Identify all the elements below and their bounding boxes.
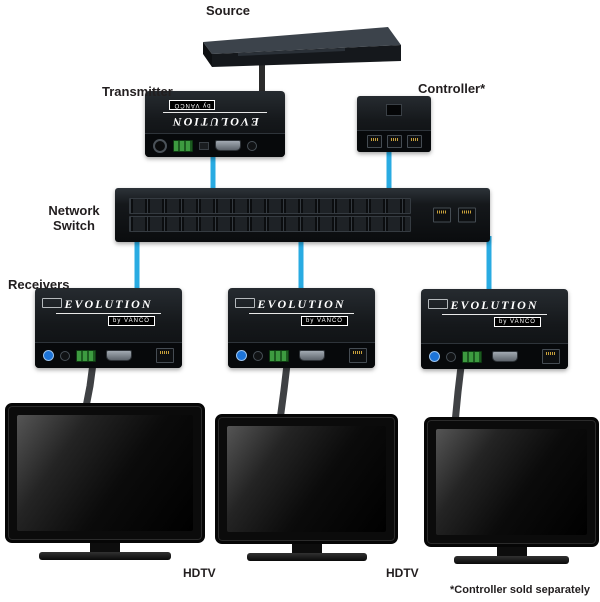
ethernet-port <box>458 207 476 223</box>
audio-jack-port <box>236 350 247 361</box>
controller-device <box>357 96 431 152</box>
audio-jack-port <box>43 350 54 361</box>
ethernet-port <box>156 348 174 363</box>
receiver-top-face: EVOLUTION by VANCO <box>228 291 375 339</box>
tv-screen <box>436 429 587 535</box>
source-top-face <box>203 27 401 54</box>
ethernet-port <box>386 135 402 148</box>
receiver-front-panel <box>421 343 568 369</box>
cable-receiver3-hdtv3 <box>451 354 466 427</box>
tv-stand-neck <box>291 544 322 553</box>
tv-stand-neck <box>496 547 527 556</box>
ethernet-port <box>406 135 422 148</box>
hdtv-3 <box>424 417 599 564</box>
transmitter-front-panel <box>145 133 285 157</box>
brand-byline: by VANCO <box>168 99 216 110</box>
ir-port <box>446 351 456 362</box>
ir-port <box>247 140 257 151</box>
ethernet-port <box>349 348 367 363</box>
hdmi-port <box>106 350 132 361</box>
hdmi-port <box>492 351 518 362</box>
hdbaset-badge <box>235 298 255 308</box>
switch-port-row <box>129 216 411 232</box>
switch-port-row <box>129 198 411 214</box>
ir-port <box>253 350 263 361</box>
network-switch-label-line1: Network <box>48 203 100 218</box>
transmitter-label: Transmitter <box>102 84 173 99</box>
brand-byline: by VANCO <box>108 316 155 326</box>
brand-name: EVOLUTION <box>162 111 267 129</box>
terminal-block-port <box>269 349 289 362</box>
hdmi-port <box>299 350 325 361</box>
audio-jack-port <box>429 351 440 362</box>
source-front-face <box>212 45 401 67</box>
ethernet-port <box>366 135 382 148</box>
hdtv-label-2: HDTV <box>386 566 419 580</box>
transmitter-top-face: EVOLUTION by VANCO <box>145 95 285 133</box>
terminal-block-port <box>76 349 96 362</box>
ethernet-port <box>433 207 451 223</box>
tv-stand-base <box>454 556 569 564</box>
brand-name: EVOLUTION <box>249 297 354 314</box>
tv-stand-base <box>39 552 171 560</box>
receiver-device-1: EVOLUTION by VANCO <box>35 288 182 368</box>
ethernet-port <box>386 104 402 116</box>
evolution-logo: EVOLUTION by VANCO <box>35 297 182 326</box>
brand-name: EVOLUTION <box>56 297 161 314</box>
switch-port-bank <box>129 198 411 232</box>
evolution-logo: EVOLUTION by VANCO <box>228 297 375 326</box>
receivers-label: Receivers <box>8 277 70 292</box>
ethernet-port <box>542 349 560 364</box>
network-switch-label: Network Switch <box>38 203 110 233</box>
controller-label: Controller* <box>418 81 486 96</box>
receiver-device-3: EVOLUTION by VANCO <box>421 289 568 369</box>
hdbaset-badge <box>42 298 62 308</box>
tv-frame <box>424 417 599 547</box>
tv-stand-base <box>246 553 367 561</box>
terminal-block-port <box>462 350 482 363</box>
service-port <box>199 141 209 150</box>
ir-port <box>60 350 70 361</box>
tv-frame <box>215 414 398 544</box>
tv-stand-neck <box>90 543 120 552</box>
receiver-device-2: EVOLUTION by VANCO <box>228 288 375 368</box>
hdmi-port <box>215 140 241 151</box>
power-jack-port <box>153 138 167 153</box>
hdtv-label-1: HDTV <box>183 566 216 580</box>
hdbaset-badge <box>428 299 448 309</box>
hdtv-1 <box>5 403 205 560</box>
source-disc-tray <box>238 48 345 56</box>
network-switch-label-line2: Switch <box>53 218 95 233</box>
tv-frame <box>5 403 205 543</box>
evolution-logo: EVOLUTION by VANCO <box>162 99 267 129</box>
receiver-top-face: EVOLUTION by VANCO <box>35 291 182 339</box>
evolution-logo: EVOLUTION by VANCO <box>421 298 568 327</box>
source-label: Source <box>205 3 251 18</box>
controller-front-panel <box>357 130 431 152</box>
network-switch-device <box>115 188 490 242</box>
source-side-face <box>203 42 212 67</box>
receiver-front-panel <box>35 342 182 368</box>
hdtv-2 <box>215 414 398 561</box>
terminal-block-port <box>173 139 193 152</box>
tv-screen <box>227 426 386 532</box>
receiver-front-panel <box>228 342 375 368</box>
brand-byline: by VANCO <box>301 316 348 326</box>
transmitter-device: EVOLUTION by VANCO <box>145 91 285 157</box>
switch-uplink-ports <box>433 207 476 223</box>
tv-screen <box>17 415 193 531</box>
receiver-top-face: EVOLUTION by VANCO <box>421 292 568 340</box>
source-device <box>203 27 401 67</box>
brand-byline: by VANCO <box>494 317 541 327</box>
brand-name: EVOLUTION <box>442 298 547 315</box>
footnote-label: *Controller sold separately <box>450 584 590 596</box>
